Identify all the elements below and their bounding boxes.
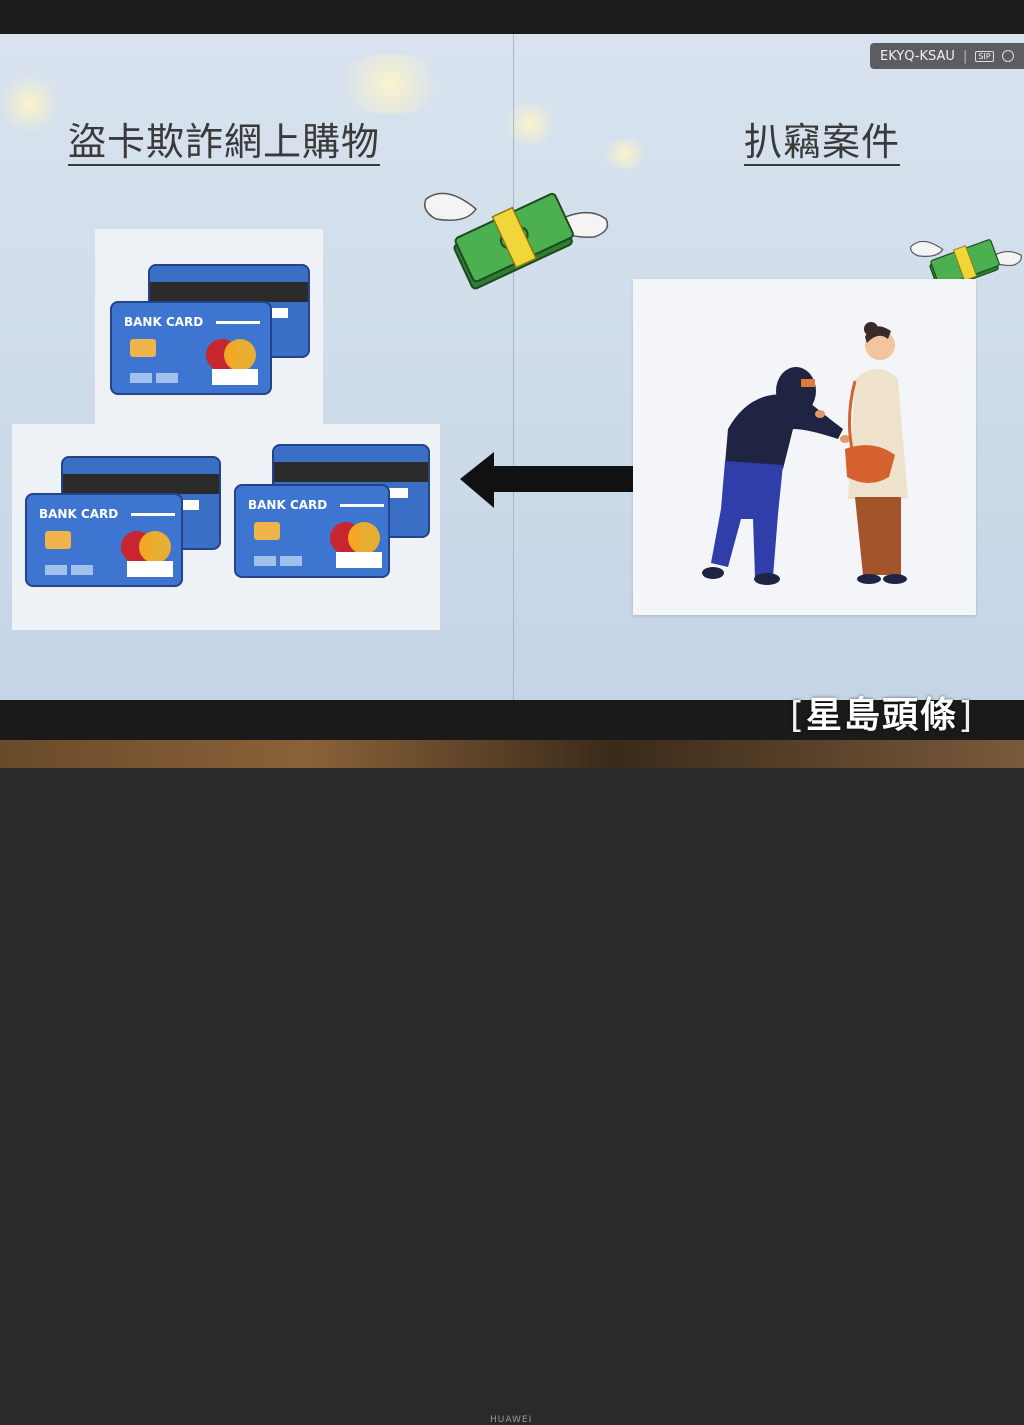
tv-bezel-top [0,0,1024,34]
slide-title-card-fraud: 盜卡欺詐網上購物 [68,120,381,166]
sip-badge: SIP [975,50,994,62]
floor-background [0,740,1024,768]
meeting-code: EKYQ-KSAU [880,48,955,64]
bank-card-label: BANK CARD [248,498,328,512]
watermark-bracket-left: [ [790,695,807,736]
bank-card-illustration: BANK CARD [110,264,310,395]
slide-title-pickpocket: 扒竊案件 [744,120,901,166]
winged-money-icon [424,192,609,290]
tv-brand-label: HUAWEI [490,1415,533,1425]
ceiling-light-reflection [600,139,650,169]
ring-icon [1001,50,1014,62]
meeting-separator: | [962,48,968,64]
bank-card-label: BANK CARD [39,507,119,521]
pickpocket-illustration-panel [633,279,976,615]
ceiling-light-reflection [330,54,450,114]
pickpocket-illustration [702,322,908,585]
ceiling-light-reflection [500,104,560,144]
watermark-bracket-right: ] [958,695,975,736]
watermark-text: 星島頭條 [806,695,959,736]
victim-figure [845,322,908,584]
bank-card-label: BANK CARD [124,315,204,329]
winged-money-icon [910,239,1022,292]
ceiling-light-reflection [0,74,60,134]
bank-card-illustration: BANK CARD [25,456,225,587]
bank-card-illustration: BANK CARD [234,444,434,578]
thief-figure [702,367,850,585]
meeting-code-badge: EKYQ-KSAU | SIP [870,43,1024,69]
screen-seam [513,34,514,700]
presentation-screen: EKYQ-KSAU | SIP 盜卡欺詐網上購物 扒竊案件 [0,34,1024,700]
news-watermark: [星島頭條] [790,686,974,738]
